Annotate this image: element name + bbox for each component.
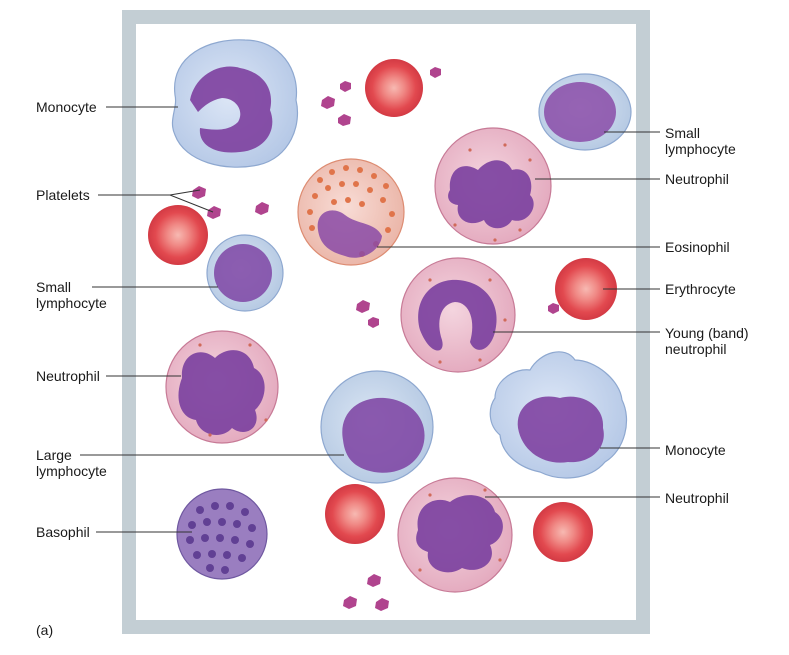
neutrophil-cell-bottom	[397, 477, 513, 593]
label-monocyte-right: Monocyte	[665, 442, 726, 458]
erythrocytes	[148, 59, 617, 562]
eosinophil-cell	[297, 158, 405, 266]
leader-lines-right	[377, 131, 660, 498]
label-large-lymphocyte: Large lymphocyte	[36, 447, 107, 479]
figure-label: (a)	[36, 622, 54, 638]
label-young-band-neutrophil: Young (band) neutrophil	[665, 325, 749, 357]
label-monocyte-left: Monocyte	[36, 99, 97, 115]
label-neutrophil-right-bottom: Neutrophil	[665, 490, 729, 506]
label-eosinophil: Eosinophil	[665, 239, 730, 255]
large-lymphocyte-cell	[320, 370, 434, 484]
leader-lines-left	[80, 106, 344, 533]
monocyte-cell-right	[489, 351, 628, 479]
label-platelets: Platelets	[36, 187, 90, 203]
label-small-lymphocyte-right: Small lymphocyte	[665, 125, 736, 157]
label-basophil: Basophil	[36, 524, 90, 540]
monocyte-cell-top	[171, 39, 299, 168]
label-erythrocyte: Erythrocyte	[665, 281, 736, 297]
label-neutrophil-left: Neutrophil	[36, 368, 100, 384]
small-lymphocyte-cell-right	[538, 73, 632, 151]
neutrophil-cell-top	[434, 127, 552, 245]
basophil-cell	[176, 488, 268, 580]
label-neutrophil-right-top: Neutrophil	[665, 171, 729, 187]
small-lymphocyte-cell-left	[206, 234, 284, 312]
neutrophil-cell-left	[165, 330, 279, 444]
platelets	[192, 67, 559, 611]
label-small-lymphocyte-left: Small lymphocyte	[36, 279, 107, 311]
band-neutrophil-cell	[400, 257, 516, 373]
